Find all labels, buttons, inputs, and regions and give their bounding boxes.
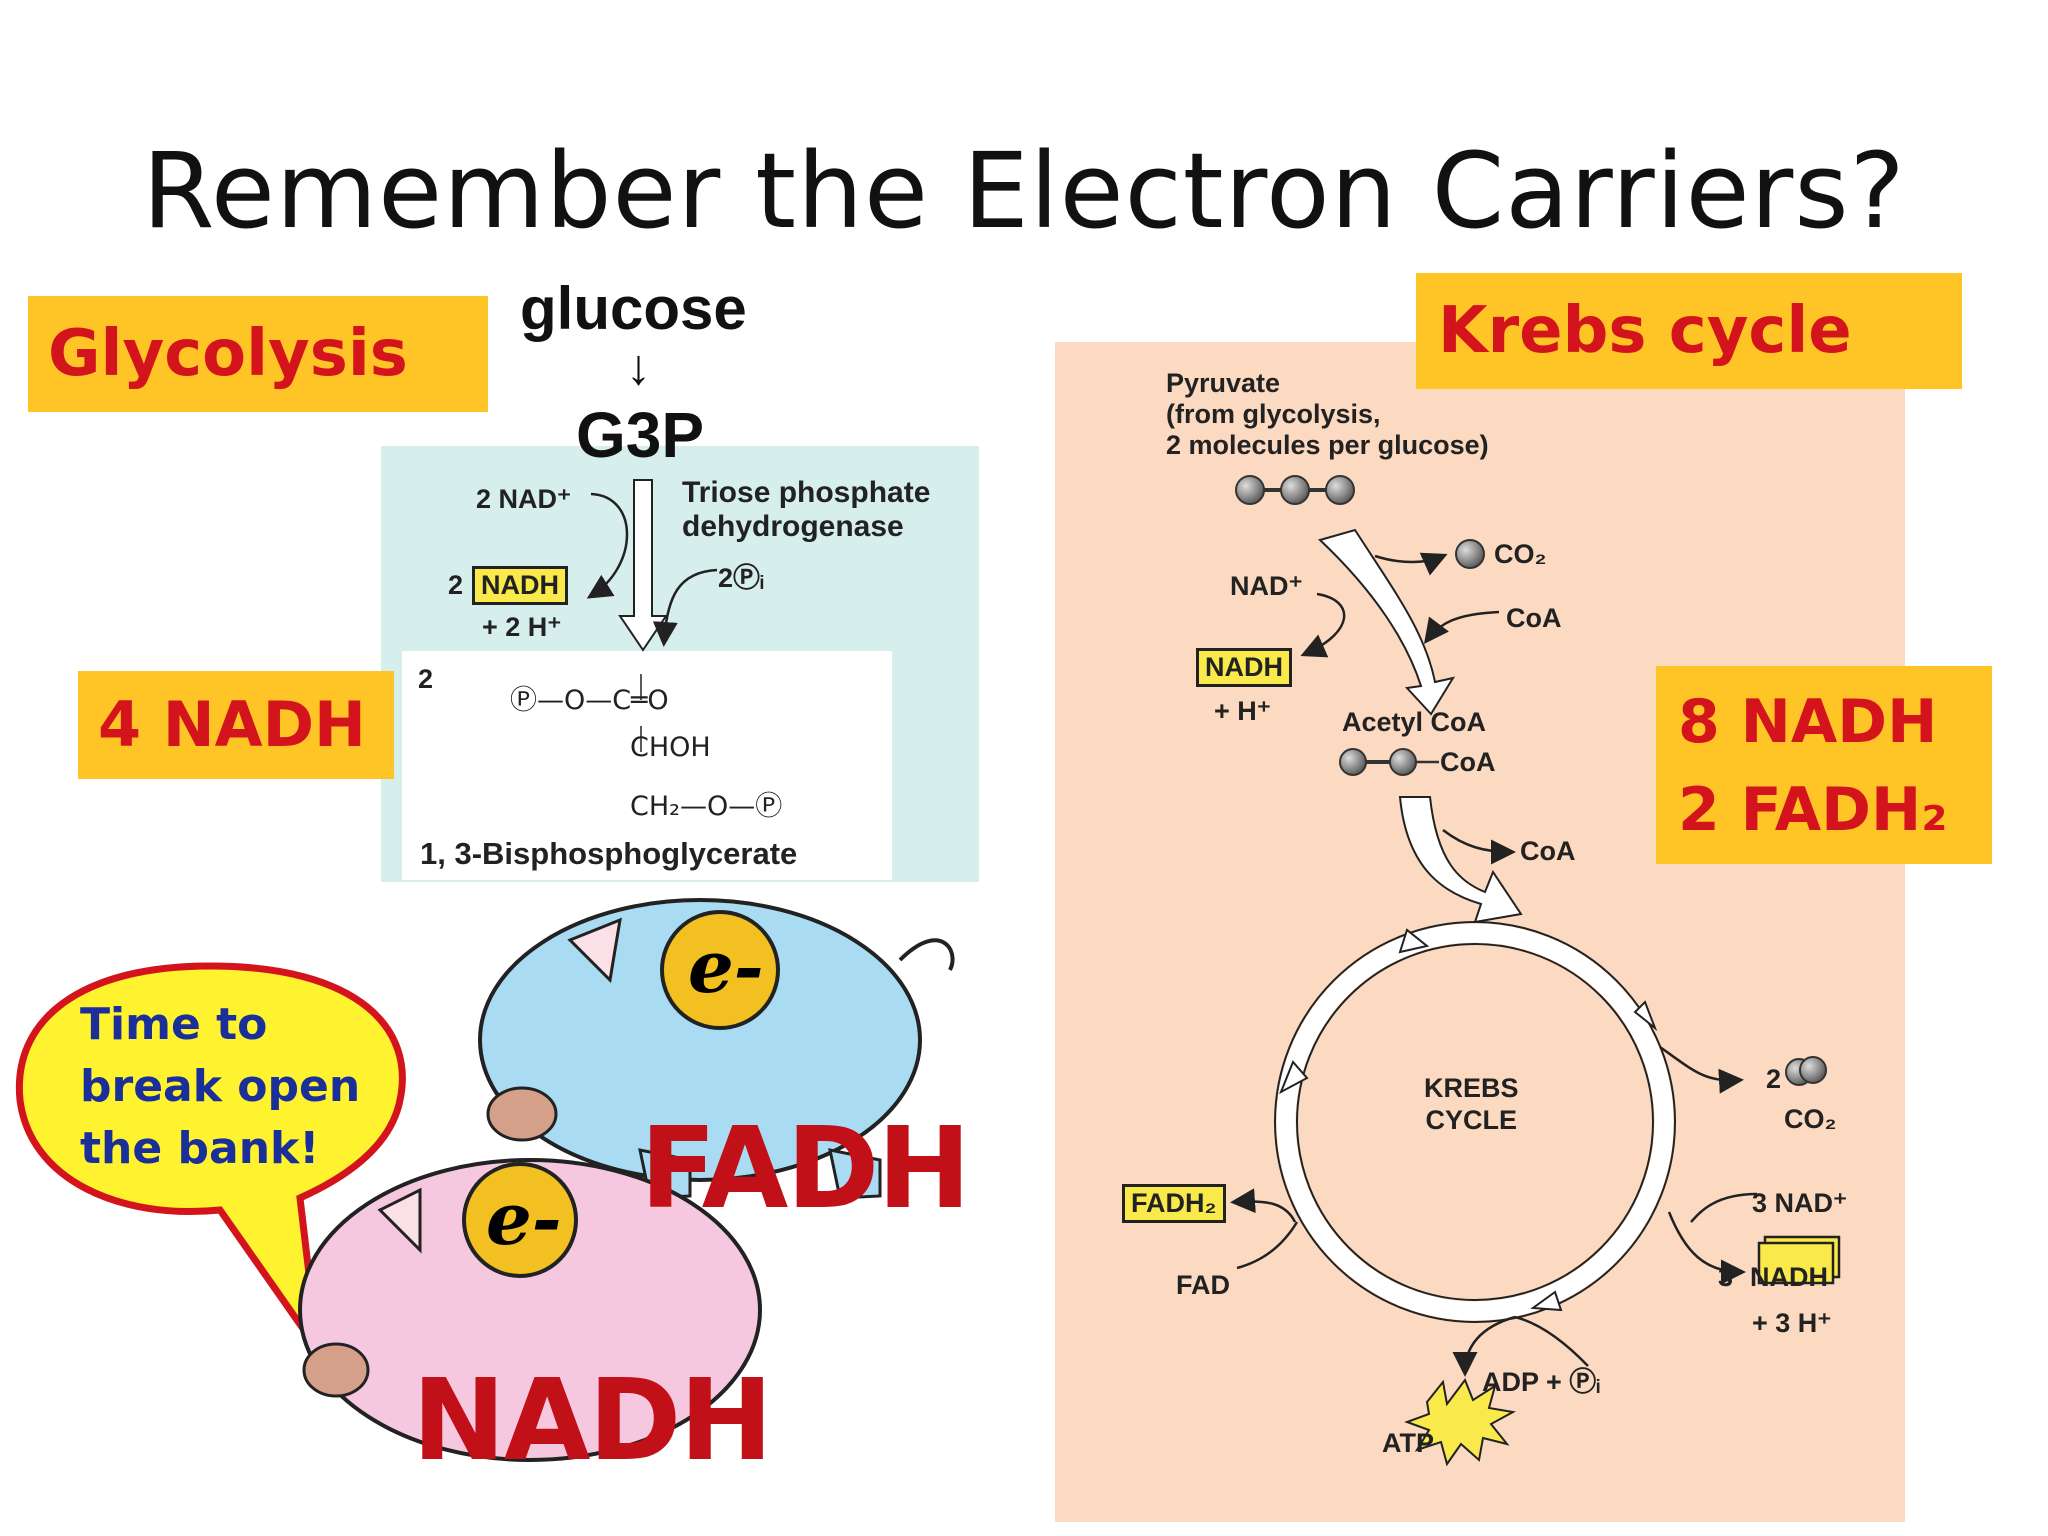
nad-plus-label: 2 NAD⁺ xyxy=(476,484,572,514)
coa-out-label: CoA xyxy=(1520,836,1576,866)
acetyl-coa-group: CoA xyxy=(1440,747,1496,777)
glycolysis-label: Glycolysis xyxy=(28,296,488,412)
krebs-cycle-line-2: CYCLE xyxy=(1425,1105,1518,1135)
adp-label: ADP + Ⓟᵢ xyxy=(1482,1367,1601,1397)
coa-in-label: CoA xyxy=(1506,603,1562,633)
coin-2-label: e- xyxy=(486,1176,562,1261)
krebs-nad-plus: NAD⁺ xyxy=(1230,571,1303,601)
nadh-coefficient: 2 xyxy=(448,570,464,600)
bisphosphoglycerate-box xyxy=(402,651,892,880)
acetyl-coa-label: Acetyl CoA xyxy=(1342,707,1487,737)
nad3-label: 3 NAD⁺ xyxy=(1752,1188,1848,1218)
slide-title: Remember the Electron Carriers? xyxy=(142,130,1906,252)
nadh3-box: NADH xyxy=(1750,1262,1828,1292)
speech-line-3: the bank! xyxy=(80,1123,320,1174)
krebs-cycle-line-1: KREBS xyxy=(1424,1073,1519,1103)
structure-middle: CHOH xyxy=(630,732,711,763)
pyruvate-line-1: Pyruvate xyxy=(1166,368,1281,398)
krebs-nadh-box: NADH xyxy=(1196,648,1292,687)
co2-out-label: CO₂ xyxy=(1784,1104,1837,1134)
pyruvate-line-3: 2 molecules per glucose) xyxy=(1166,430,1489,460)
nadh-box: NADH xyxy=(472,566,568,605)
pyruvate-line-2: (from glycolysis, xyxy=(1166,399,1381,429)
co2-label: CO₂ xyxy=(1494,539,1547,569)
down-arrow-icon: ↓ xyxy=(626,339,651,395)
fadh-pig-label: FADH xyxy=(640,1104,971,1234)
glucose-label: glucose xyxy=(520,275,747,342)
co2-out-coefficient: 2 xyxy=(1766,1064,1782,1094)
product-name: 1, 3-Bisphosphoglycerate xyxy=(420,836,798,871)
piggy-bank-cartoon xyxy=(15,898,955,1462)
krebs-fadh2-count: 2 FADH₂ xyxy=(1678,775,1948,845)
speech-line-1: Time to xyxy=(80,999,268,1050)
fad-label: FAD xyxy=(1176,1270,1230,1300)
product-coefficient: 2 xyxy=(418,664,434,694)
krebs-carrier-count: 8 NADH 2 FADH₂ xyxy=(1656,666,1992,864)
h-plus-label: + 2 H⁺ xyxy=(482,612,562,642)
speech-bubble-text: Time to break open the bank! xyxy=(80,994,360,1180)
krebs-label: Krebs cycle xyxy=(1416,273,1962,389)
enzyme-line-1: Triose phosphate xyxy=(682,476,931,509)
enzyme-label: Triose phosphate dehydrogenase xyxy=(682,476,930,544)
atp-label: ATP xyxy=(1382,1428,1434,1458)
krebs-diagram xyxy=(1230,475,1841,1467)
nadh3-coefficient: 3 xyxy=(1718,1262,1734,1292)
krebs-cycle-center: KREBS CYCLE xyxy=(1424,1072,1519,1136)
glycolysis-arrows xyxy=(586,479,718,752)
h3-label: + 3 H⁺ xyxy=(1752,1308,1832,1338)
enzyme-line-2: dehydrogenase xyxy=(682,510,904,543)
structure-bottom: CH₂—O—Ⓟ xyxy=(630,791,783,822)
coin-1-label: e- xyxy=(688,924,764,1009)
g3p-label: G3P xyxy=(576,399,705,471)
phosphate-label: 2Ⓟᵢ xyxy=(718,563,764,593)
structure-top: Ⓟ—O—C═O xyxy=(510,685,669,716)
nadh-pig-label: NADH xyxy=(412,1356,773,1486)
speech-line-2: break open xyxy=(80,1061,361,1112)
fadh2-box: FADH₂ xyxy=(1122,1184,1226,1223)
pyruvate-label: Pyruvate (from glycolysis, 2 molecules p… xyxy=(1166,368,1489,461)
glycolysis-nadh-count: 4 NADH xyxy=(78,671,394,779)
krebs-h-plus: + H⁺ xyxy=(1214,696,1272,726)
krebs-nadh-count: 8 NADH xyxy=(1678,687,1938,757)
